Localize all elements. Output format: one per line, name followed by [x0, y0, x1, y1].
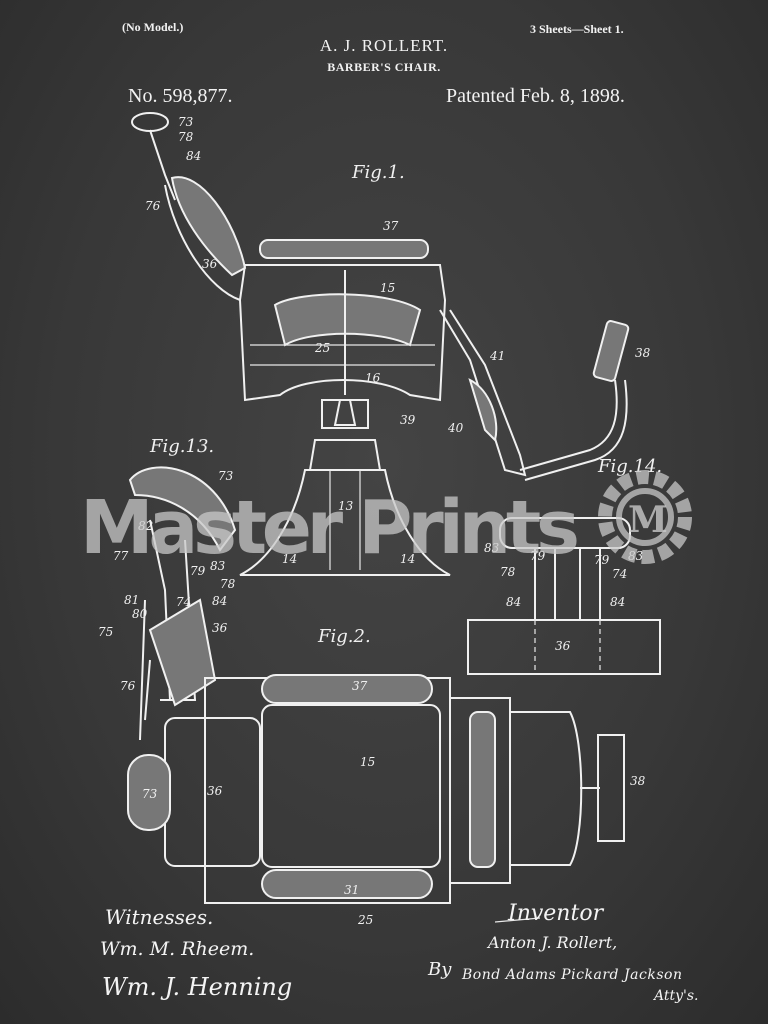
- part-label: 74: [176, 595, 191, 609]
- part-label: 82: [138, 519, 153, 533]
- part-label: 36: [212, 621, 228, 635]
- watermark: Master Prints M: [80, 470, 692, 571]
- part-label: 36: [555, 639, 571, 653]
- part-label: 80: [132, 607, 148, 621]
- part-label: 77: [113, 549, 129, 563]
- part-label: 25: [314, 341, 330, 355]
- part-label: 79: [190, 564, 206, 578]
- part-label: 38: [630, 774, 646, 788]
- part-label: 73: [218, 469, 234, 483]
- part-label: 40: [447, 421, 464, 435]
- part-label: 36: [207, 784, 223, 798]
- part-label: 84: [506, 595, 521, 609]
- witness-signature-1: Wm. M. Rheem.: [100, 938, 254, 960]
- part-label: 37: [352, 679, 368, 693]
- part-label: 38: [635, 346, 651, 360]
- logo-letter: M: [628, 499, 668, 541]
- fig13-label: Fig.13.: [149, 436, 214, 457]
- attys-label: Atty's.: [652, 988, 699, 1004]
- part-label: 15: [380, 281, 395, 295]
- part-label: 14: [282, 552, 297, 566]
- patent-title: BARBER'S CHAIR.: [327, 60, 441, 74]
- inventor-name: A. J. ROLLERT.: [319, 36, 449, 55]
- part-label: 37: [383, 219, 399, 233]
- part-label: 78: [500, 565, 516, 579]
- attorneys-signature: Bond Adams Pickard Jackson: [461, 967, 682, 983]
- part-label: 84: [610, 595, 625, 609]
- part-label: 78: [178, 130, 194, 144]
- part-label: 84: [186, 149, 201, 163]
- witness-signature-2: Wm. J. Henning: [102, 973, 292, 1001]
- inventor-label: Inventor: [507, 901, 605, 926]
- inventor-signature: Anton J. Rollert,: [486, 933, 617, 952]
- part-label: 16: [365, 371, 381, 385]
- part-label: 13: [338, 499, 354, 513]
- part-label: 73: [142, 787, 158, 801]
- signatures: Witnesses. Wm. M. Rheem. Wm. J. Henning …: [100, 901, 699, 1004]
- part-label: 39: [400, 413, 416, 427]
- part-label: 78: [220, 577, 236, 591]
- part-label: 83: [484, 541, 500, 555]
- by-label: By: [427, 959, 452, 980]
- figure-13-headrest-detail: Fig.13. 73 82 77 83 79 78 81 80 74 84 75…: [98, 436, 237, 741]
- part-label: 76: [120, 679, 136, 693]
- gear-logo-icon: [598, 470, 692, 564]
- figure-1-chair-side: Fig.1. 73 78 84 76 36 37 15 25 16 41 38 …: [131, 112, 651, 576]
- part-label: 84: [212, 594, 227, 608]
- part-label: 15: [360, 755, 375, 769]
- part-label: 79: [594, 553, 610, 567]
- fig14-label: Fig.14.: [597, 456, 662, 477]
- fig1-label: Fig.1.: [351, 162, 405, 183]
- part-label: 31: [344, 883, 359, 897]
- part-label: 41: [489, 349, 505, 363]
- part-label: 81: [124, 593, 139, 607]
- watermark-text: Master Prints: [80, 485, 580, 571]
- part-label: 83: [210, 559, 226, 573]
- part-label: 75: [98, 625, 113, 639]
- part-label: 79: [530, 549, 546, 563]
- fig2-label: Fig.2.: [317, 626, 371, 647]
- sheet-count: 3 Sheets—Sheet 1.: [530, 22, 624, 36]
- part-label: 25: [357, 913, 373, 927]
- model-note: (No Model.): [122, 20, 184, 34]
- part-label: 76: [145, 199, 161, 213]
- part-label: 14: [400, 552, 415, 566]
- witnesses-label: Witnesses.: [105, 905, 213, 929]
- patent-date: Patented Feb. 8, 1898.: [446, 85, 625, 107]
- part-label: 36: [202, 257, 218, 271]
- part-label: 74: [612, 567, 627, 581]
- patent-number: No. 598,877.: [128, 85, 233, 107]
- part-label: 73: [178, 115, 194, 129]
- figure-2-chair-top: Fig.2. 37 15 36 73 38 31 25: [127, 626, 646, 927]
